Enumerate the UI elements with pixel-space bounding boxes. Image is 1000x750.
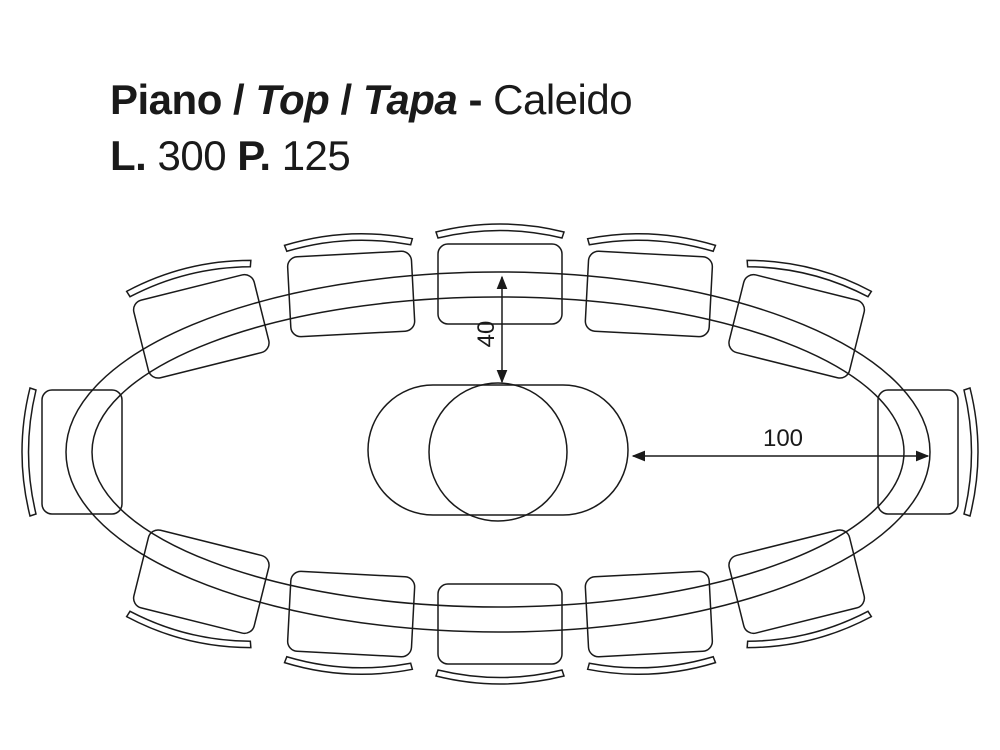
chair xyxy=(283,232,416,338)
chair xyxy=(435,583,565,685)
title-piano: Piano / xyxy=(110,76,245,123)
chair-seat xyxy=(437,583,563,665)
chair-seat xyxy=(584,250,714,338)
chair-backrest xyxy=(586,232,717,253)
chair xyxy=(283,570,416,676)
center-lazy-susan xyxy=(367,382,629,522)
chair-backrest xyxy=(283,655,414,676)
length-value: 300 xyxy=(157,132,227,179)
chair xyxy=(21,387,123,517)
chair xyxy=(728,529,873,649)
chair-seat xyxy=(286,250,416,338)
chair-backrest xyxy=(746,610,873,649)
chair-backrest xyxy=(435,669,565,685)
title-model: Caleido xyxy=(493,76,633,123)
chair xyxy=(877,387,979,517)
center-stadium-outline xyxy=(367,384,629,516)
chair-seat xyxy=(437,243,563,325)
chair-backrest xyxy=(21,387,37,517)
chair-seat xyxy=(286,570,416,658)
chair xyxy=(728,259,873,379)
chair-seat xyxy=(132,273,270,379)
chair-backrest xyxy=(435,223,565,239)
chair-backrest xyxy=(125,259,252,298)
dimension-label-vertical: 40 xyxy=(473,321,500,348)
chair xyxy=(435,223,565,325)
chair-seat xyxy=(41,389,123,515)
chair-seat xyxy=(132,529,270,635)
chair xyxy=(125,259,270,379)
chair-backrest xyxy=(586,655,717,676)
title-tapa: Tapa xyxy=(362,76,458,123)
center-circle xyxy=(428,382,568,522)
chair xyxy=(125,529,270,649)
dimension-label-horizontal: 100 xyxy=(763,425,803,452)
depth-label: P. xyxy=(237,132,271,179)
chair-backrest xyxy=(125,610,252,649)
title-top: Top xyxy=(255,76,330,123)
chair xyxy=(584,232,717,338)
title-dash: - xyxy=(468,76,482,123)
title-line-2: L. 300 P. 125 xyxy=(110,128,632,184)
chair-seat xyxy=(584,570,714,658)
chair-backrest xyxy=(963,387,979,517)
depth-value: 125 xyxy=(281,132,351,179)
chair-backrest xyxy=(283,232,414,253)
table-top-outer-edge xyxy=(65,271,931,633)
chair-backrest xyxy=(746,259,873,298)
chair xyxy=(584,570,717,676)
product-title: Piano / Top / Tapa - Caleido L. 300 P. 1… xyxy=(110,72,633,184)
title-slash: / xyxy=(340,76,352,123)
chairs-group xyxy=(21,223,979,685)
chair-seat xyxy=(728,273,866,379)
title-line-1: Piano / Top / Tapa - Caleido xyxy=(110,72,633,128)
length-label: L. xyxy=(110,132,147,179)
